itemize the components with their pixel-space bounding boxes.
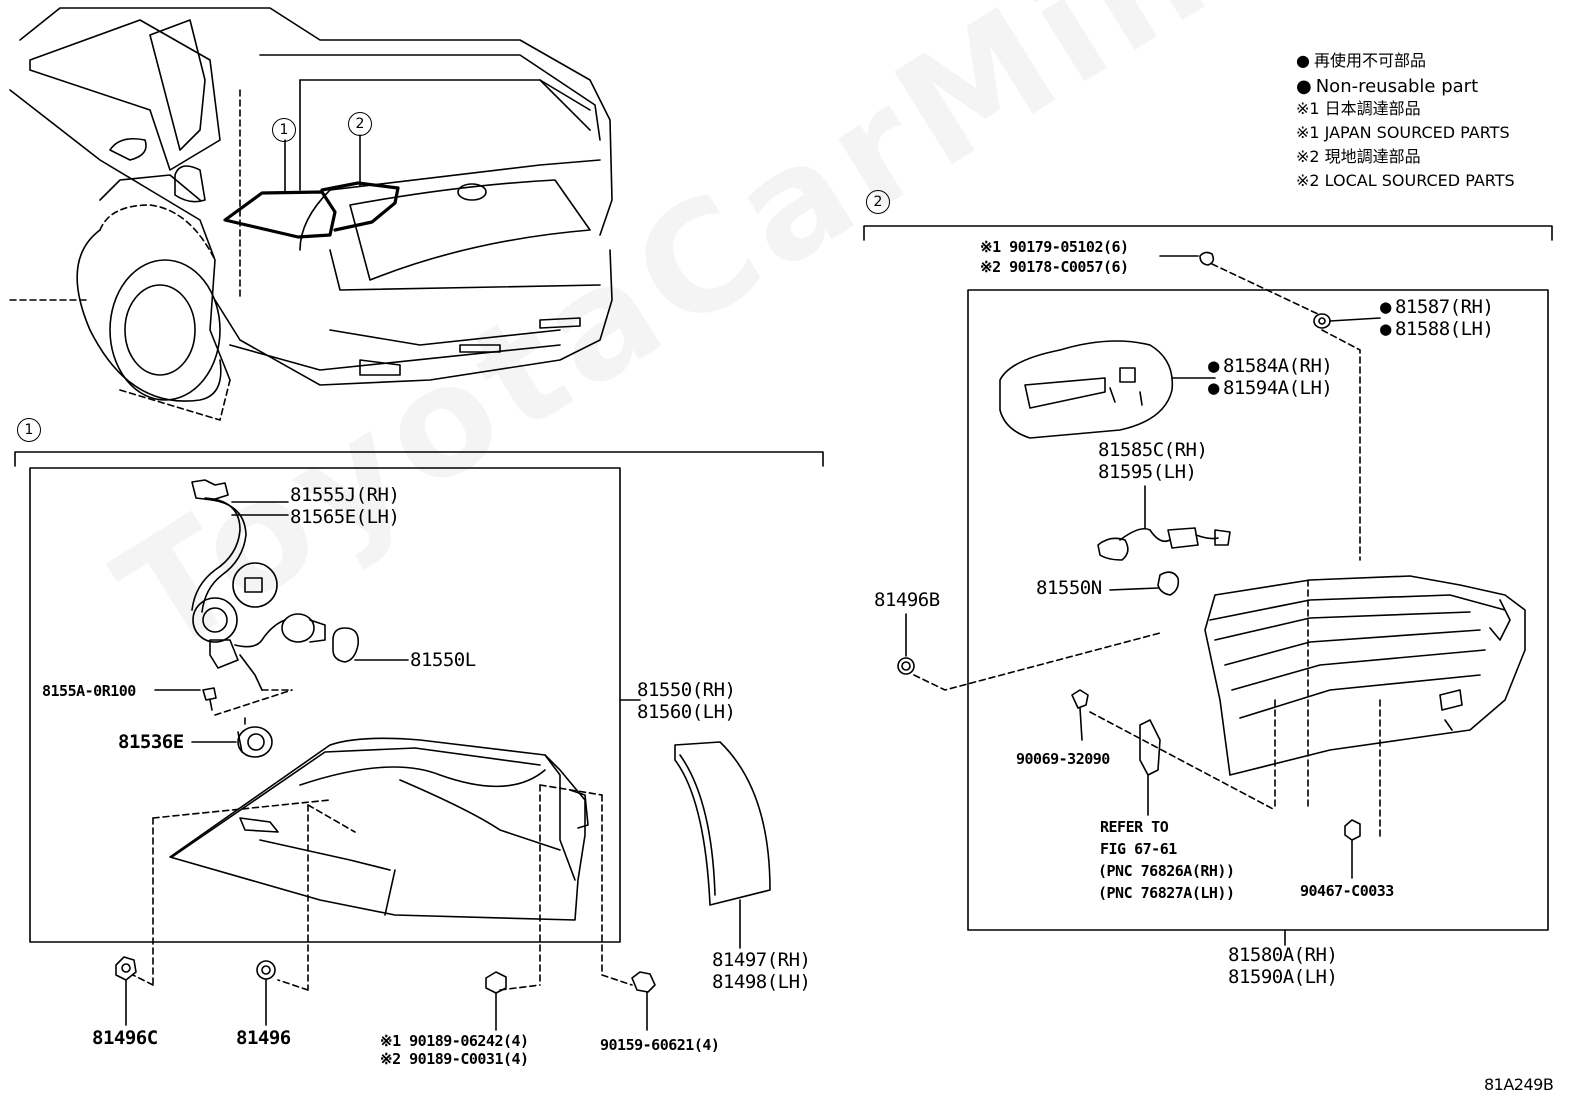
- legend-nonreusable-en: Non-reusable part: [1296, 76, 1478, 98]
- screw-90069: [1071, 689, 1089, 741]
- section-marker-1: 1: [17, 418, 41, 442]
- label-81496c: 81496C: [92, 1027, 158, 1049]
- section-1-box: [29, 467, 621, 943]
- bracket-refer: [1139, 719, 1161, 776]
- lamp-marker-1: 1: [272, 118, 296, 142]
- label-81555j: 81555J(RH): [290, 484, 400, 506]
- bulb-81550l: [332, 627, 360, 663]
- tail-lamp-assembly-81550: [169, 737, 589, 921]
- label-90189-a: ※1 90189-06242(4): [380, 1032, 529, 1050]
- bracket-81584a: [999, 340, 1174, 439]
- label-81588: 81588(LH): [1380, 319, 1494, 340]
- label-81496b: 81496B: [874, 589, 940, 611]
- label-81550-rh: 81550(RH): [637, 679, 736, 701]
- screw-8155a: [202, 687, 217, 711]
- rear-lamp-assembly-81580a: [1204, 575, 1526, 776]
- screw-90159: [631, 971, 656, 1031]
- screw-90189: [485, 971, 507, 1031]
- reflector-81497: [674, 741, 771, 906]
- bulb-81550n: [1157, 571, 1180, 596]
- label-81595: 81595(LH): [1098, 461, 1197, 483]
- nut-90467: [1344, 819, 1361, 841]
- label-90178: ※2 90178-C0057(6): [980, 258, 1129, 276]
- label-81498: 81498(LH): [712, 971, 811, 993]
- section-marker-2: 2: [866, 190, 890, 214]
- label-90189-b: ※2 90189-C0031(4): [380, 1050, 529, 1068]
- socket-81536e: [237, 726, 273, 758]
- wire-harness-81585c: [1097, 527, 1231, 561]
- label-81594a: 81594A(LH): [1208, 378, 1333, 399]
- gasket-81587: [1313, 313, 1331, 329]
- label-81560-lh: 81560(LH): [637, 701, 736, 723]
- wire-harness-81555j: [191, 479, 326, 691]
- label-81536e: 81536E: [118, 731, 184, 753]
- legend-japan-jp: ※1 日本調達部品: [1296, 99, 1421, 118]
- label-90159: 90159-60621(4): [600, 1036, 720, 1054]
- label-90467: 90467-C0033: [1300, 882, 1394, 900]
- clip-81496: [256, 960, 276, 980]
- label-81585c: 81585C(RH): [1098, 439, 1208, 461]
- label-refer-fig: FIG 67-61: [1100, 840, 1177, 858]
- legend-local-en: ※2 LOCAL SOURCED PARTS: [1296, 171, 1515, 190]
- label-81590a: 81590A(LH): [1228, 966, 1338, 988]
- label-81584a: 81584A(RH): [1208, 356, 1333, 377]
- label-refer-pnc-rh: (PNC 76826A(RH)): [1098, 862, 1235, 880]
- section-2-box: [967, 289, 1549, 931]
- legend-local-jp: ※2 現地調達部品: [1296, 147, 1421, 166]
- label-81550l: 81550L: [410, 649, 476, 671]
- lamp-marker-2: 2: [348, 112, 372, 136]
- legend-japan-en: ※1 JAPAN SOURCED PARTS: [1296, 123, 1510, 142]
- label-81580a: 81580A(RH): [1228, 944, 1338, 966]
- label-81496: 81496: [236, 1027, 291, 1049]
- figure-code: 81A249B: [1484, 1075, 1554, 1094]
- label-81565e: 81565E(LH): [290, 506, 400, 528]
- label-8155a: 8155A-0R100: [42, 682, 136, 700]
- screw-90179: [1199, 251, 1215, 266]
- label-81497: 81497(RH): [712, 949, 811, 971]
- section-1-bracket: [14, 451, 824, 467]
- label-refer-pnc-lh: (PNC 76827A(LH)): [1098, 884, 1235, 902]
- label-90179: ※1 90179-05102(6): [980, 238, 1129, 256]
- clip-81496c: [115, 956, 137, 981]
- section-2-bracket: [863, 225, 1553, 241]
- label-refer-to: REFER TO: [1100, 818, 1169, 836]
- clip-81496b: [897, 657, 915, 675]
- vehicle-overview: [9, 7, 613, 421]
- legend-nonreusable-jp: 再使用不可部品: [1296, 50, 1426, 72]
- label-90069: 90069-32090: [1016, 750, 1110, 768]
- label-81587: 81587(RH): [1380, 297, 1494, 318]
- label-81550n: 81550N: [1036, 577, 1102, 599]
